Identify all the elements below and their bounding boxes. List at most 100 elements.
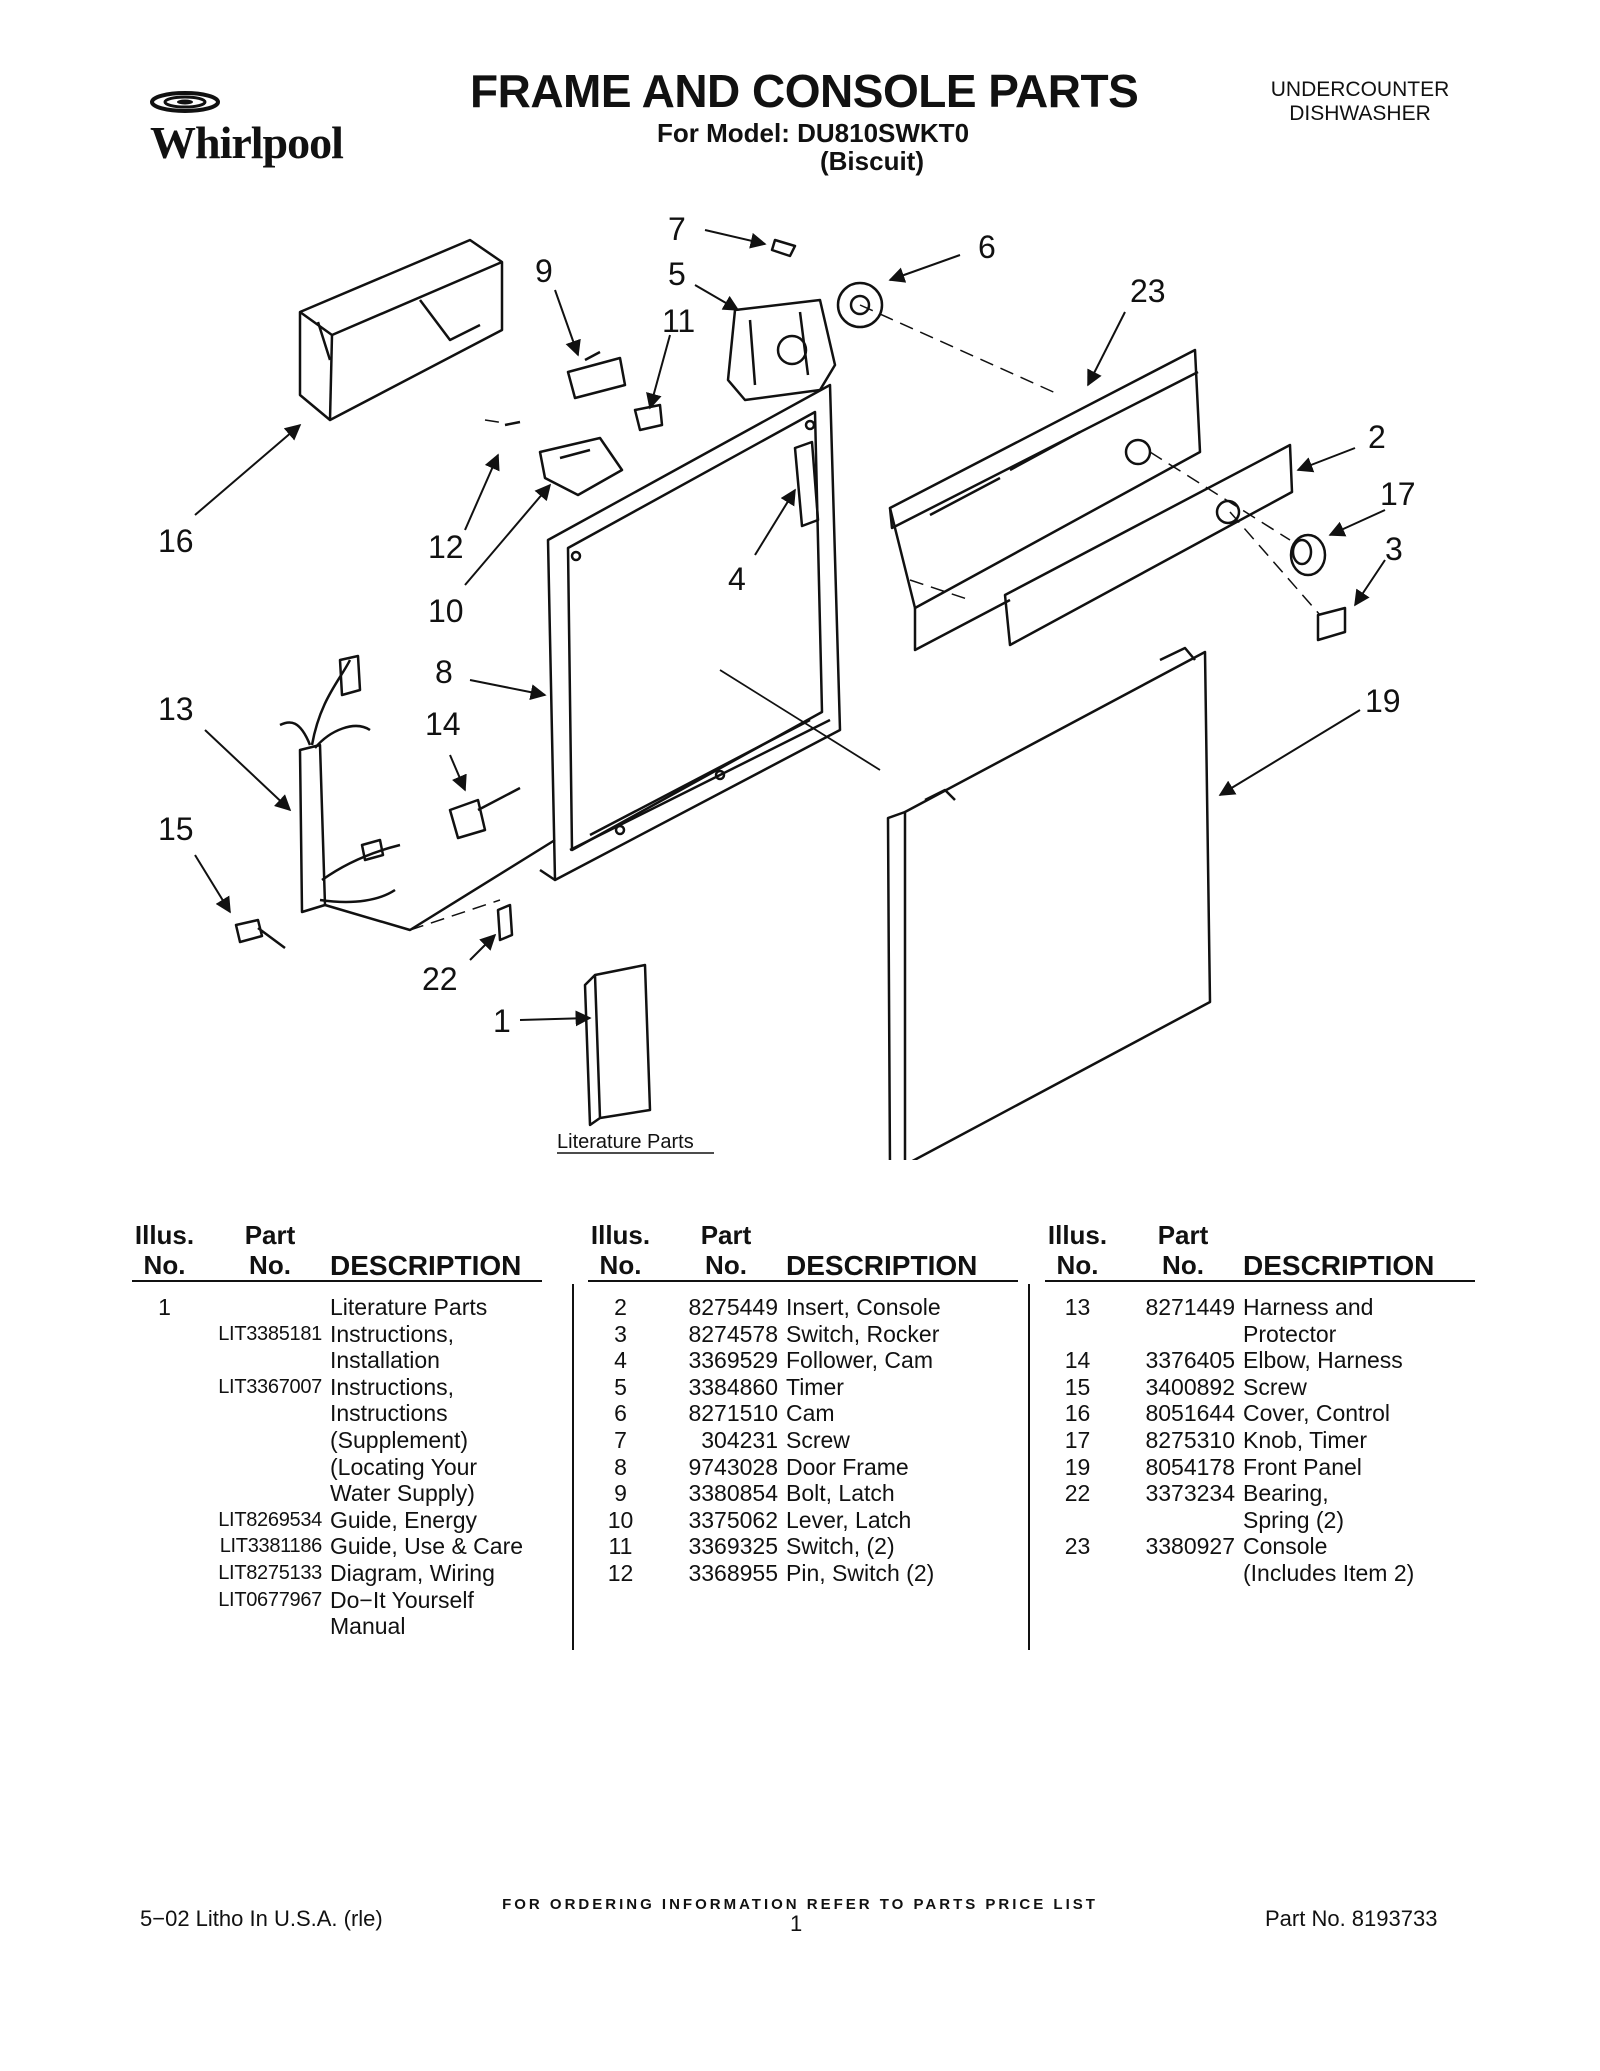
brand-wordmark: Whirlpool [150, 117, 344, 168]
illus-number: 10 [607, 1506, 634, 1533]
part-description: Instructions [330, 1400, 448, 1427]
harness-elbow-part [448, 786, 521, 840]
part-number: 3400892 [1145, 1373, 1235, 1400]
callout-label: 1 [493, 1003, 511, 1039]
part-description: Pin, Switch (2) [786, 1559, 935, 1586]
table-header: Illus. No. Part No. DESCRIPTION [1045, 1220, 1475, 1282]
part-number: 8274578 [688, 1320, 778, 1347]
header-description: DESCRIPTION [786, 1250, 978, 1281]
part-description: Diagram, Wiring [330, 1559, 495, 1586]
part-description: Console [1243, 1533, 1328, 1560]
harness-screw-part [234, 918, 286, 950]
header-text: No. [599, 1250, 642, 1280]
table-header: Illus. No. Part No. DESCRIPTION [132, 1220, 542, 1282]
table-row: LIT8275133 Diagram, Wiring [132, 1560, 542, 1587]
header-part-no: Part No. [686, 1220, 766, 1280]
part-description: (Locating Your [330, 1453, 478, 1480]
part-number: LIT3367007 [218, 1375, 322, 1398]
header-illus-no: Illus. No. [132, 1220, 197, 1280]
table-row: Manual [132, 1613, 542, 1640]
part-number: 8271449 [1145, 1294, 1235, 1320]
part-description: (Includes Item 2) [1243, 1559, 1415, 1586]
table-row: Water Supply) [132, 1480, 542, 1507]
header-part-no: Part No. [230, 1220, 310, 1280]
wire-harness-part [279, 654, 556, 932]
part-number: 3380854 [688, 1480, 778, 1507]
part-number: LIT0677967 [218, 1588, 322, 1611]
exploded-parts-diagram: 7 6 9 5 11 23 2 17 16 12 4 3 10 8 19 13 … [158, 211, 1416, 1160]
header-text: Part [700, 1220, 752, 1250]
illus-number: 8 [614, 1453, 627, 1480]
part-description: Screw [1243, 1373, 1307, 1400]
illus-number: 6 [614, 1400, 627, 1427]
callout-label: 16 [158, 523, 194, 559]
part-description: Guide, Use & Care [330, 1533, 524, 1560]
callout-label: 17 [1380, 476, 1416, 512]
callout-labels: 7 6 9 5 11 23 2 17 16 12 4 3 10 8 19 13 … [158, 211, 1416, 1039]
part-number: 8271510 [688, 1400, 778, 1427]
part-number: 3384860 [688, 1373, 778, 1400]
illus-number: 16 [1064, 1400, 1091, 1427]
illus-number: 5 [614, 1373, 627, 1400]
cam-follower-part [793, 440, 820, 528]
part-number: 304231 [701, 1426, 778, 1453]
part-description: Cam [786, 1400, 835, 1427]
product-type-line: UNDERCOUNTER [1270, 78, 1450, 101]
part-number: LIT8269534 [218, 1508, 322, 1531]
illus-number: 23 [1064, 1533, 1091, 1560]
timer-screw-part [770, 238, 797, 258]
part-description: Installation [330, 1347, 440, 1374]
door-frame-part [539, 383, 842, 882]
part-description: Harness and [1243, 1294, 1374, 1320]
timer-knob-part [1289, 533, 1327, 577]
part-description: Manual [330, 1613, 406, 1640]
part-description: Screw [786, 1426, 850, 1453]
table-row: Instructions [132, 1400, 542, 1427]
header-illus-no: Illus. No. [588, 1220, 653, 1280]
callout-label: 10 [428, 593, 464, 629]
part-description: Protector [1243, 1320, 1337, 1347]
callout-label: 19 [1365, 683, 1401, 719]
callout-label: 13 [158, 691, 194, 727]
callout-label: 5 [668, 256, 686, 292]
header-text: Part [1157, 1220, 1209, 1250]
table-row: Spring (2) [1045, 1507, 1475, 1534]
illus-number: 4 [614, 1347, 627, 1374]
header-part-no: Part No. [1143, 1220, 1223, 1280]
illus-number: 22 [1064, 1480, 1091, 1507]
product-type-line: DISHWASHER [1289, 102, 1431, 125]
page-number: 1 [790, 1911, 803, 1936]
part-description: Switch, (2) [786, 1533, 895, 1560]
callout-label: 4 [728, 561, 746, 597]
part-description: Follower, Cam [786, 1347, 933, 1374]
callout-label: 22 [422, 961, 458, 997]
whirlpool-swirl-icon [150, 91, 220, 113]
part-number: 3368955 [688, 1559, 778, 1586]
header-description: DESCRIPTION [330, 1250, 522, 1281]
callout-label: 9 [535, 253, 553, 289]
header-illus-no: Illus. No. [1045, 1220, 1110, 1280]
literature-parts-part [583, 963, 652, 1127]
part-number: 3373234 [1145, 1480, 1235, 1507]
header-text: No. [1056, 1250, 1099, 1280]
product-type: UNDERCOUNTER DISHWASHER [1240, 78, 1480, 126]
part-number: LIT8275133 [218, 1561, 322, 1584]
table-row: (Includes Item 2) [1045, 1560, 1475, 1587]
part-description: Knob, Timer [1243, 1426, 1367, 1453]
